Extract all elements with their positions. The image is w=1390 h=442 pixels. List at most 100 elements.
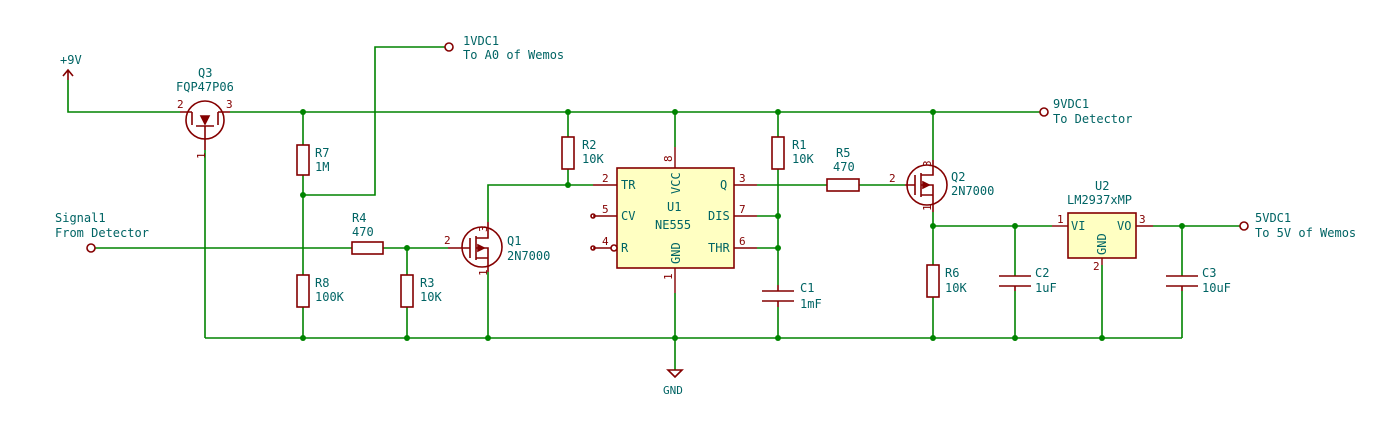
junction-dot xyxy=(775,335,781,341)
junction-dot xyxy=(300,109,306,115)
u2-ref: U2 xyxy=(1095,179,1109,193)
connector-9vdc1[interactable]: 9VDC1 To Detector xyxy=(1039,97,1132,126)
u2-pin-name-vi: VI xyxy=(1071,219,1085,233)
resistor-r2[interactable]: R2 10K xyxy=(561,136,604,170)
r1-value: 10K xyxy=(792,152,814,166)
transistor-q2[interactable]: 2 3 1 Q2 2N7000 xyxy=(889,160,994,212)
junction-dot xyxy=(672,335,678,341)
q2-ref: Q2 xyxy=(951,170,965,184)
resistor-r6[interactable]: R6 10K xyxy=(926,264,967,298)
resistor-r5[interactable]: R5 470 xyxy=(826,146,860,192)
u1-value: NE555 xyxy=(655,218,691,232)
u1-pin-num-tr: 2 xyxy=(602,172,609,185)
r1-ref: R1 xyxy=(792,138,806,152)
u1-pin-num-thr: 6 xyxy=(739,235,746,248)
junction-dot xyxy=(1099,335,1105,341)
resistor-r7[interactable]: R7 1M xyxy=(296,144,329,176)
junction-dot xyxy=(672,109,678,115)
junction-dot xyxy=(404,245,410,251)
connector-5vdc1-ref: 5VDC1 xyxy=(1255,211,1291,225)
c2-value: 1uF xyxy=(1035,281,1057,295)
ic-u2-regulator[interactable]: VI VO GND 1 3 2 U2 LM2937xMP xyxy=(1052,179,1153,273)
r8-ref: R8 xyxy=(315,276,329,290)
q2-pin-3: 3 xyxy=(921,160,934,167)
junction-dot xyxy=(1179,223,1185,229)
r3-ref: R3 xyxy=(420,276,434,290)
q2-value: 2N7000 xyxy=(951,184,994,198)
r6-ref: R6 xyxy=(945,266,959,280)
q3-value: FQP47P06 xyxy=(176,80,234,94)
q1-value: 2N7000 xyxy=(507,249,550,263)
r5-value: 470 xyxy=(833,160,855,174)
resistor-r4[interactable]: R4 470 xyxy=(351,211,384,255)
u2-pin-name-vo: VO xyxy=(1117,219,1131,233)
junction-dot xyxy=(775,109,781,115)
q1-pin-1: 1 xyxy=(477,269,490,276)
power-plus9v: +9V xyxy=(60,53,82,80)
u1-pin-name-tr: TR xyxy=(621,178,636,192)
junction-dot xyxy=(300,192,306,198)
connector-1vdc1[interactable]: 1VDC1 To A0 of Wemos xyxy=(444,34,564,62)
connector-signal1[interactable]: Signal1 From Detector xyxy=(55,211,149,253)
u1-pin-name-thr: THR xyxy=(708,241,730,255)
u1-pin-name-dis: DIS xyxy=(708,209,730,223)
transistor-q3[interactable]: 2 3 1 Q3 FQP47P06 xyxy=(176,66,234,159)
r7-value: 1M xyxy=(315,160,329,174)
r5-ref: R5 xyxy=(836,146,850,160)
resistor-r1[interactable]: R1 10K xyxy=(771,136,814,170)
capacitor-c1[interactable]: C1 1mF xyxy=(762,281,822,311)
r8-value: 100K xyxy=(315,290,345,304)
u1-pin-name-cv: CV xyxy=(621,209,635,223)
u1-pin-num-q: 3 xyxy=(739,172,746,185)
r7-ref: R7 xyxy=(315,146,329,160)
u1-pin-name-vcc: VCC xyxy=(669,172,683,194)
c1-ref: C1 xyxy=(800,281,814,295)
capacitor-c3[interactable]: C3 10uF xyxy=(1166,266,1231,295)
power-plus9v-label: +9V xyxy=(60,53,82,67)
u2-pin-num-vi: 1 xyxy=(1057,213,1064,226)
capacitor-c2[interactable]: C2 1uF xyxy=(999,266,1057,295)
transistor-q1[interactable]: 2 3 1 Q1 2N7000 xyxy=(444,222,550,276)
u1-pin-name-gnd: GND xyxy=(669,242,683,264)
u1-pin-num-gnd: 1 xyxy=(662,273,675,280)
connector-9vdc1-desc: To Detector xyxy=(1053,112,1132,126)
connector-5vdc1[interactable]: 5VDC1 To 5V of Wemos xyxy=(1239,211,1356,240)
u1-pin-num-r: 4 xyxy=(602,235,609,248)
r2-ref: R2 xyxy=(582,138,596,152)
power-gnd-label: GND xyxy=(663,384,683,397)
junction-dot xyxy=(775,213,781,219)
u2-value: LM2937xMP xyxy=(1067,193,1132,207)
junction-dot xyxy=(485,335,491,341)
connector-5vdc1-desc: To 5V of Wemos xyxy=(1255,226,1356,240)
connector-1vdc1-ref: 1VDC1 xyxy=(463,34,499,48)
junction-dot xyxy=(404,335,410,341)
u1-pin-name-q: Q xyxy=(720,178,727,192)
r4-value: 470 xyxy=(352,225,374,239)
resistor-r3[interactable]: R3 10K xyxy=(400,274,442,308)
u1-pin-num-dis: 7 xyxy=(739,203,746,216)
resistor-r8[interactable]: R8 100K xyxy=(296,274,345,308)
power-gnd: GND xyxy=(663,369,684,397)
u1-pin-num-vcc: 8 xyxy=(662,155,675,162)
u2-pin-num-vo: 3 xyxy=(1139,213,1146,226)
u2-pin-num-gnd: 2 xyxy=(1093,260,1100,273)
r4-ref: R4 xyxy=(352,211,366,225)
q1-ref: Q1 xyxy=(507,234,521,248)
wires xyxy=(67,46,1240,370)
ic-u1-ne555[interactable]: TR CV R Q DIS THR VCC GND 2 5 4 3 7 6 8 … xyxy=(590,147,757,293)
junction-dot xyxy=(930,223,936,229)
r6-value: 10K xyxy=(945,281,967,295)
junction-dot xyxy=(565,182,571,188)
r3-value: 10K xyxy=(420,290,442,304)
c3-ref: C3 xyxy=(1202,266,1216,280)
q2-pin-1: 1 xyxy=(921,204,934,211)
r2-value: 10K xyxy=(582,152,604,166)
connector-1vdc1-desc: To A0 of Wemos xyxy=(463,48,564,62)
c3-value: 10uF xyxy=(1202,281,1231,295)
junction-dot xyxy=(300,335,306,341)
junction-dot xyxy=(1012,223,1018,229)
u2-pin-name-gnd: GND xyxy=(1095,233,1109,255)
junction-dot xyxy=(565,109,571,115)
u1-pin-name-r: R xyxy=(621,241,629,255)
